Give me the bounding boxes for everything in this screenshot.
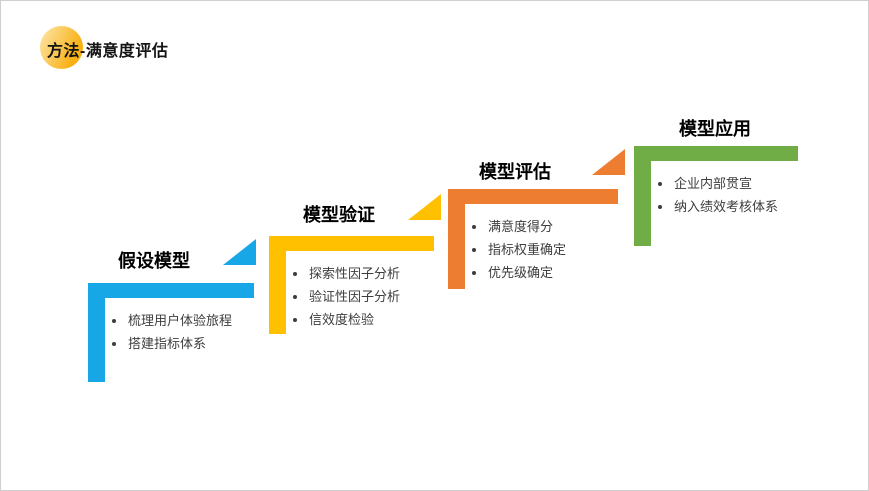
bullet-text: 验证性因子分析: [309, 289, 401, 304]
step-title: 模型验证: [303, 205, 375, 225]
list-item: 指标权重确定: [472, 242, 648, 257]
step-bracket-shape: [269, 236, 434, 334]
step-title: 模型应用: [679, 119, 751, 139]
step-bullet-list: 探索性因子分析 验证性因子分析 信效度检验: [293, 266, 469, 335]
bullet-text: 满意度得分: [488, 219, 554, 234]
step-title: 模型评估: [479, 162, 551, 182]
bullet-icon: [112, 342, 116, 346]
up-triangle-icon: [223, 239, 256, 265]
list-item: 纳入绩效考核体系: [658, 199, 834, 214]
bullet-icon: [112, 319, 116, 323]
list-item: 验证性因子分析: [293, 289, 469, 304]
list-item: 优先级确定: [472, 265, 648, 280]
title-badge-circle: [40, 26, 83, 69]
bullet-text: 指标权重确定: [488, 242, 567, 257]
step-title: 假设模型: [118, 251, 190, 271]
step-bullet-list: 梳理用户体验旅程 搭建指标体系: [112, 313, 288, 359]
bullet-icon: [293, 272, 297, 276]
list-item: 搭建指标体系: [112, 336, 288, 351]
bullet-text: 信效度检验: [309, 312, 375, 327]
bullet-icon: [472, 225, 476, 229]
step-bracket-shape: [88, 283, 254, 382]
step-block-model-evaluation: 模型评估 满意度得分 指标权重确定 优先级确定: [448, 149, 625, 289]
step-block-model-application: 模型应用 企业内部贯宣 纳入绩效考核体系: [634, 119, 798, 246]
step-block-model-validation: 模型验证 探索性因子分析 验证性因子分析 信效度检验: [269, 194, 441, 334]
step-bullet-list: 满意度得分 指标权重确定 优先级确定: [472, 219, 648, 288]
bullet-icon: [658, 205, 662, 209]
list-item: 探索性因子分析: [293, 266, 469, 281]
up-triangle-icon: [592, 149, 625, 175]
bullet-icon: [658, 182, 662, 186]
bullet-text: 优先级确定: [488, 265, 554, 280]
bullet-text: 企业内部贯宣: [674, 176, 753, 191]
list-item: 信效度检验: [293, 312, 469, 327]
bullet-icon: [293, 295, 297, 299]
bullet-text: 纳入绩效考核体系: [674, 199, 779, 214]
bullet-text: 搭建指标体系: [128, 336, 207, 351]
bullet-icon: [293, 318, 297, 322]
list-item: 梳理用户体验旅程: [112, 313, 288, 328]
step-bracket-shape: [448, 189, 618, 289]
step-block-hypothesis-model: 假设模型 梳理用户体验旅程 搭建指标体系: [88, 239, 256, 382]
up-triangle-icon: [408, 194, 441, 220]
list-item: 满意度得分: [472, 219, 648, 234]
list-item: 企业内部贯宣: [658, 176, 834, 191]
bullet-icon: [472, 248, 476, 252]
step-bullet-list: 企业内部贯宣 纳入绩效考核体系: [658, 176, 834, 222]
page-title: 方法-满意度评估: [47, 43, 169, 60]
step-bracket-shape: [634, 146, 798, 246]
bullet-icon: [472, 271, 476, 275]
bullet-text: 梳理用户体验旅程: [128, 313, 233, 328]
bullet-text: 探索性因子分析: [309, 266, 401, 281]
